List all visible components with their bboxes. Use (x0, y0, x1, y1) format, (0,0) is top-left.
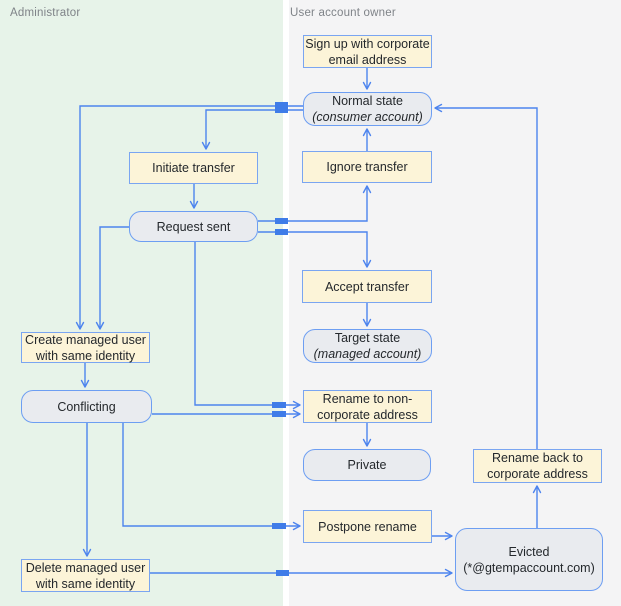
node-private-label: Private (347, 458, 387, 472)
node-ignore-transfer: Ignore transfer (302, 151, 432, 183)
node-target-state-label: Target state (334, 331, 401, 345)
node-target-state-label: (managed account) (313, 347, 422, 361)
lane-user-account-owner-label: User account owner (290, 7, 396, 19)
node-ignore-transfer-label: Ignore transfer (326, 160, 408, 174)
node-rename-to-non-corporate-label: Rename to non- (322, 391, 413, 406)
lane-administrator-label: Administrator (10, 7, 81, 19)
node-rename-back-to-corporate-label: corporate address (487, 467, 588, 481)
node-rename-back-to-corporate: Rename back to corporate address (473, 449, 602, 483)
node-create-managed-user-label: Create managed user (25, 332, 146, 347)
node-delete-managed-user-label: Delete managed user (25, 560, 146, 575)
node-initiate-transfer: Initiate transfer (129, 152, 258, 184)
node-create-managed-user-label: with same identity (35, 348, 136, 363)
node-rename-back-to-corporate-label: Rename back to (491, 451, 584, 465)
node-normal-state-label: (consumer account) (312, 110, 423, 124)
node-request-sent-label: Request sent (156, 219, 231, 234)
node-accept-transfer-label: Accept transfer (324, 279, 410, 294)
node-private: Private (303, 449, 431, 481)
node-conflicting: Conflicting (21, 390, 152, 423)
node-evicted: Evicted(*@gtempaccount.com) (455, 528, 603, 591)
node-evicted-label: Evicted (508, 544, 550, 559)
node-initiate-transfer-label: Initiate transfer (152, 161, 235, 175)
node-rename-to-non-corporate: Rename to non-corporate address (303, 390, 432, 423)
node-postpone-rename: Postpone rename (303, 510, 432, 543)
node-conflicting-label: Conflicting (57, 399, 116, 414)
node-normal-state-label: Normal state (332, 94, 403, 108)
node-normal-state: Normal state (consumer account) (303, 92, 432, 126)
node-delete-managed-user-label: with same identity (35, 576, 136, 591)
node-target-state: Target state (managed account) (303, 329, 432, 363)
node-sign-up-label: email address (328, 52, 407, 67)
node-request-sent: Request sent (129, 211, 258, 242)
node-accept-transfer: Accept transfer (302, 270, 432, 303)
node-postpone-rename-label: Postpone rename (318, 519, 417, 534)
lane-administrator (0, 0, 283, 606)
node-sign-up-label: Sign up with corporate (305, 36, 430, 51)
node-rename-to-non-corporate-label: corporate address (317, 407, 418, 422)
node-evicted-label: (*@gtempaccount.com) (463, 560, 595, 575)
